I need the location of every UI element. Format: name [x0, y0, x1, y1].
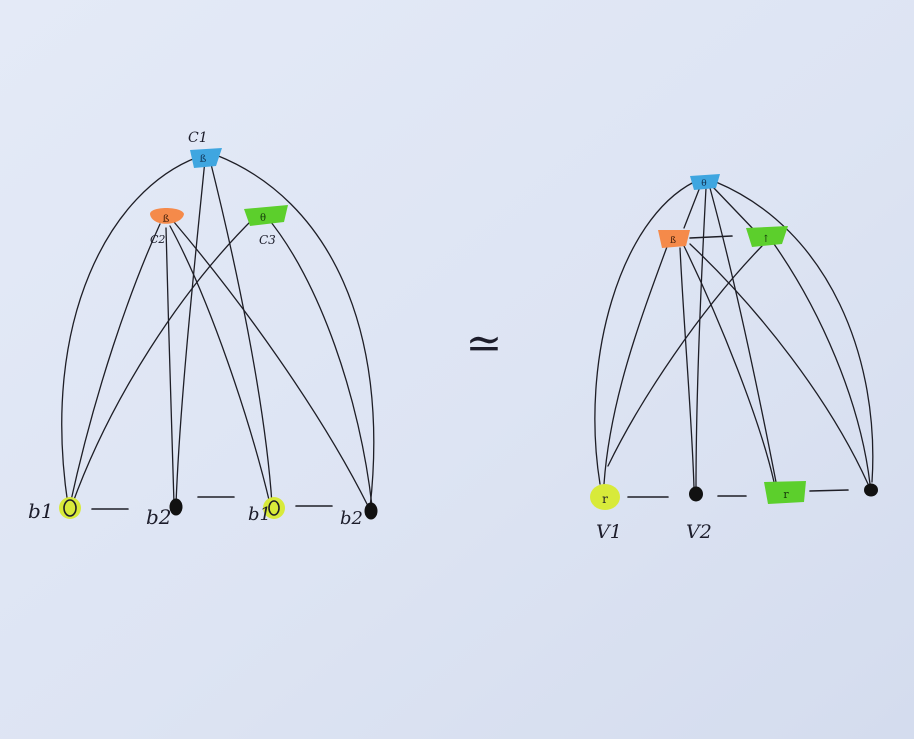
vertex-b2: [169, 498, 183, 516]
edge-c2-b1: [69, 223, 161, 506]
edge-r-orange-v1: [603, 243, 669, 485]
vertex-c2: ß: [150, 208, 184, 225]
left-graph: ß ß θ C1 C2 C3 b1 b2 b1: [28, 130, 378, 529]
vertex-b1: [59, 497, 81, 519]
vertex-r-green-bottom: r: [764, 481, 806, 504]
edge-r-orange-g2: [683, 245, 775, 483]
label-v1: V1: [596, 521, 622, 543]
right-graph: θ ß ↑ r r V1 V2: [590, 174, 878, 543]
isomorphism-symbol: ≃: [466, 318, 503, 369]
vertex-b1b: [263, 497, 285, 519]
edge-r-top-orange: [683, 186, 701, 229]
r-path-edge-3: [809, 489, 849, 492]
vertex-b2b: [364, 502, 378, 520]
label-b1b: b1: [248, 504, 271, 525]
svg-text:r: r: [783, 488, 789, 501]
edge-r-orange-v2: [679, 247, 695, 489]
edge-c1-b2: [175, 159, 206, 505]
svg-text:↑: ↑: [762, 234, 770, 245]
vertex-v2: [689, 486, 703, 502]
edge-r-orange-b2: [689, 243, 869, 485]
edge-r-orange-green: [689, 235, 733, 239]
edge-r-top-g2: [709, 187, 777, 483]
vertex-r-black-end: [864, 483, 878, 497]
edge-r-green-v1: [607, 245, 763, 467]
edge-c1-b2b: [215, 154, 375, 509]
edge-r-green-b2: [773, 243, 871, 485]
edge-c1-b1b: [209, 159, 273, 505]
svg-text:r: r: [602, 492, 608, 506]
label-v2: V2: [686, 521, 712, 543]
edge-c2-b2b: [173, 221, 369, 507]
label-b1: b1: [28, 499, 54, 523]
label-c3: C3: [259, 233, 276, 247]
vertex-r-top: θ: [690, 174, 720, 190]
edge-c2-b2: [165, 227, 175, 505]
edge-c3-b1: [71, 213, 259, 506]
edge-c2-b1b: [169, 225, 271, 505]
edge-r-top-v1: [594, 181, 695, 485]
edge-c1-b1: [61, 156, 199, 506]
edge-r-top-b2: [715, 181, 874, 483]
svg-text:θ: θ: [260, 213, 266, 224]
svg-text:θ: θ: [701, 179, 706, 189]
label-c2: C2: [150, 233, 165, 246]
svg-text:ß: ß: [200, 154, 207, 165]
edge-r-top-v2: [695, 187, 707, 489]
vertex-r-orange: ß: [658, 230, 690, 248]
vertex-v1: r: [590, 484, 620, 510]
vertex-c3: θ: [244, 205, 288, 226]
vertex-c1: ß: [190, 148, 222, 168]
vertex-r-green: ↑: [746, 226, 788, 247]
label-b2b: b2: [340, 508, 363, 529]
label-c1: C1: [188, 130, 208, 146]
edge-r-top-green: [711, 185, 757, 233]
svg-text:ß: ß: [163, 214, 170, 225]
edge-c3-b2b: [265, 215, 373, 507]
svg-text:ß: ß: [670, 236, 676, 246]
label-b2: b2: [146, 505, 172, 529]
